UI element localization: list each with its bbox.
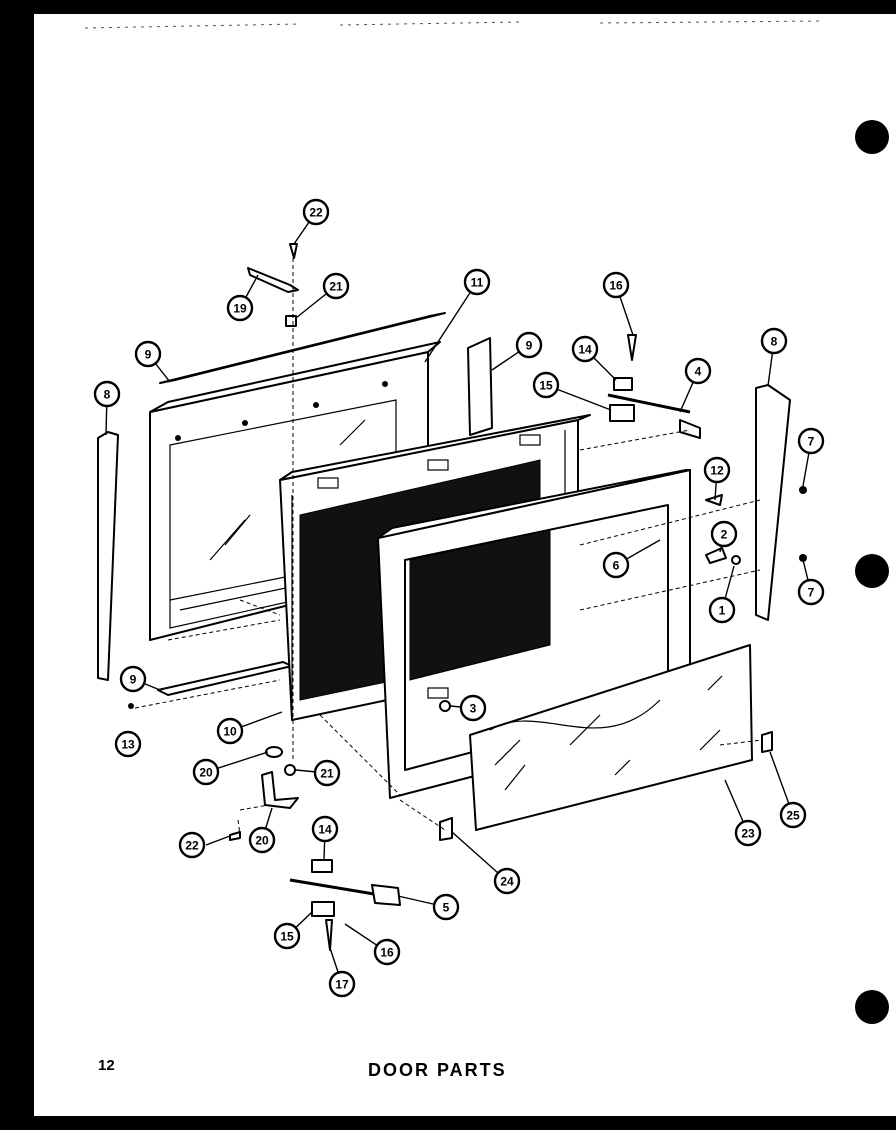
callout-label: 9 <box>526 339 533 353</box>
callout-c20a: 20 <box>192 758 220 786</box>
punch-hole-top <box>855 120 889 154</box>
callout-c8b: 8 <box>760 327 788 355</box>
page-number: 12 <box>98 1057 115 1074</box>
callout-c16a: 16 <box>602 271 630 299</box>
punch-hole-bottom <box>855 990 889 1024</box>
callout-label: 14 <box>578 343 592 357</box>
small-hardware <box>439 486 807 841</box>
assembly-lines <box>134 429 763 836</box>
callout-c11: 11 <box>463 268 491 296</box>
callout-label: 9 <box>130 673 137 687</box>
callout-label: 10 <box>223 725 237 739</box>
callout-label: 17 <box>335 978 349 992</box>
callout-c22b: 22 <box>178 831 206 859</box>
callout-label: 15 <box>539 379 553 393</box>
callout-c8a: 8 <box>93 380 121 408</box>
callout-label: 7 <box>808 435 815 449</box>
callout-label: 21 <box>320 767 334 781</box>
bottom-hinge-parts <box>128 703 299 841</box>
callout-label: 14 <box>318 823 332 837</box>
callout-c6: 6 <box>602 551 630 579</box>
callout-c14a: 14 <box>571 335 599 363</box>
callout-label: 16 <box>380 946 394 960</box>
callout-c9a: 9 <box>134 340 162 368</box>
right-breaker-strip <box>467 337 493 436</box>
callout-c23: 23 <box>734 819 762 847</box>
callout-c21b: 21 <box>313 759 341 787</box>
callout-label: 24 <box>500 875 514 889</box>
callout-label: 19 <box>233 302 247 316</box>
callout-label: 13 <box>121 738 135 752</box>
callout-label: 12 <box>710 464 724 478</box>
callout-c19: 19 <box>226 294 254 322</box>
callout-c4: 4 <box>684 357 712 385</box>
right-side-panel <box>755 384 791 621</box>
callout-c25: 25 <box>779 801 807 829</box>
callout-label: 2 <box>721 528 728 542</box>
callout-c10: 10 <box>216 717 244 745</box>
callout-label: 20 <box>199 766 213 780</box>
bottom-torsion-bar <box>289 859 401 951</box>
callout-c9c: 9 <box>119 665 147 693</box>
callout-label: 22 <box>309 206 323 220</box>
punch-hole-middle <box>855 554 889 588</box>
callout-c5: 5 <box>432 893 460 921</box>
callout-label: 25 <box>786 809 800 823</box>
callout-c14b: 14 <box>311 815 339 843</box>
callout-c15b: 15 <box>273 922 301 950</box>
callout-c2: 2 <box>710 520 738 548</box>
callout-c9b: 9 <box>515 331 543 359</box>
callout-c15a: 15 <box>532 371 560 399</box>
callout-label: 8 <box>104 388 111 402</box>
callout-c13: 13 <box>114 730 142 758</box>
callout-c20b: 20 <box>248 826 276 854</box>
callout-label: 16 <box>609 279 623 293</box>
page-title: DOOR PARTS <box>368 1060 507 1080</box>
callout-c3: 3 <box>459 694 487 722</box>
callout-c22a: 22 <box>302 198 330 226</box>
callout-label: 1 <box>719 604 726 618</box>
callout-c7b: 7 <box>797 578 825 606</box>
callout-label: 11 <box>471 276 484 290</box>
callout-label: 7 <box>808 586 815 600</box>
callout-label: 6 <box>613 559 620 573</box>
callout-c24: 24 <box>493 867 521 895</box>
callout-label: 9 <box>145 348 152 362</box>
bottom-breaker-strip <box>157 661 293 696</box>
callout-c21a: 21 <box>322 272 350 300</box>
top-torsion-bar <box>607 334 701 439</box>
glass-panel <box>469 644 753 831</box>
callout-label: 22 <box>185 839 199 853</box>
callout-label: 4 <box>695 365 702 379</box>
callout-label: 21 <box>329 280 343 294</box>
callout-c7a: 7 <box>797 427 825 455</box>
callout-label: 23 <box>741 827 755 841</box>
left-breaker-strip <box>97 431 119 681</box>
callout-c17: 17 <box>328 970 356 998</box>
callout-c12: 12 <box>703 456 731 484</box>
callout-label: 15 <box>280 930 294 944</box>
scan-noise <box>84 20 821 29</box>
callout-label: 20 <box>255 834 269 848</box>
top-hinge-parts <box>247 243 299 760</box>
callout-label: 5 <box>443 901 450 915</box>
callout-c1: 1 <box>708 596 736 624</box>
callout-label: 3 <box>470 702 477 716</box>
callout-c16b: 16 <box>373 938 401 966</box>
callout-label: 8 <box>771 335 778 349</box>
